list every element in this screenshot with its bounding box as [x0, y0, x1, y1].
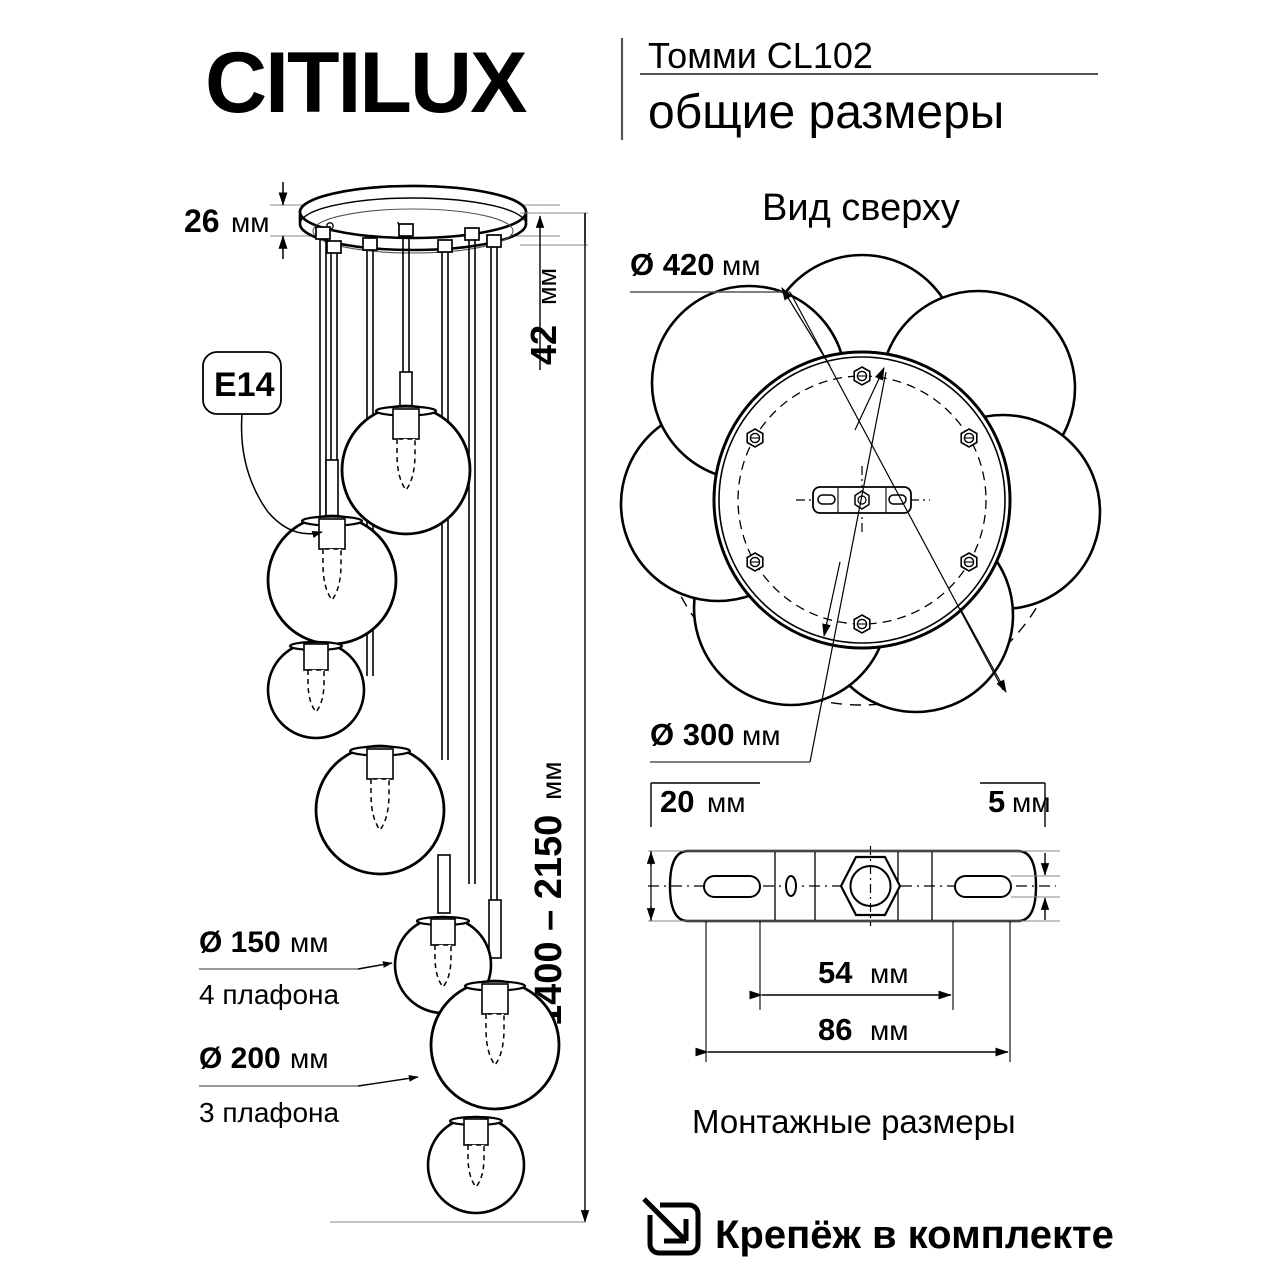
shade-150-count: 4 плафона	[199, 979, 339, 1010]
top-view-title: Вид сверху	[762, 187, 960, 229]
bracket-view-title: Монтажные размеры	[692, 1103, 1016, 1140]
dim-height-unit: мм	[536, 762, 567, 801]
top-view: Вид сверху	[619, 187, 1102, 763]
globe-shade-6	[429, 979, 561, 1111]
dim-20-unit: мм	[707, 787, 746, 818]
brand-logo: CITILUX	[205, 35, 527, 131]
dim-5-unit: мм	[1012, 787, 1051, 818]
callout-dia-420: Ø 420 мм	[630, 247, 1007, 694]
dim-86-value: 86	[818, 1012, 852, 1047]
socket-type-label: E14	[214, 366, 275, 404]
dim-42-value: 42	[523, 325, 564, 365]
bolt-circle	[737, 375, 987, 625]
canopy-disc-top	[712, 350, 1012, 650]
dim-86-unit: мм	[870, 1015, 909, 1046]
shade-200-dia: Ø 200	[199, 1042, 281, 1075]
dia-300-unit: мм	[742, 720, 781, 751]
globe-shade-1	[340, 404, 472, 536]
bracket-detail-view: 20 мм 5 мм 54 мм 86 мм	[646, 782, 1060, 1140]
callout-shade-200: Ø 200 мм 3 плафона	[199, 1042, 419, 1128]
front-view: 26 мм	[184, 182, 590, 1223]
bracket-body	[648, 846, 1056, 926]
globe-shades	[266, 404, 561, 1215]
dia-300-value: Ø 300	[650, 717, 734, 752]
dim-bracket-length: 86 мм	[695, 921, 1011, 1062]
callout-dia-300: Ø 300 мм	[650, 366, 887, 763]
socket-type-badge: E14	[202, 351, 323, 538]
globe-shade-4	[314, 744, 446, 876]
hardware-note-label: Крепёж в комплекте	[715, 1213, 1114, 1257]
dim-26-unit: мм	[231, 207, 270, 238]
globe-shade-7	[426, 1115, 526, 1215]
dim-26-value: 26	[184, 203, 220, 239]
globe-shade-2	[266, 514, 398, 646]
shade-150-unit: мм	[290, 927, 329, 958]
dim-hole-spacing: 54 мм	[749, 921, 954, 1010]
dim-bracket-width: 20 мм	[646, 782, 1060, 922]
dim-total-height: 1400 – 2150 мм	[330, 212, 590, 1223]
shade-200-count: 3 плафона	[199, 1097, 339, 1128]
dim-20-value: 20	[660, 784, 694, 819]
header-block: CITILUX Томми CL102 общие размеры	[205, 35, 1098, 140]
callout-shade-150: Ø 150 мм 4 плафона	[199, 926, 393, 1010]
shade-200-unit: мм	[290, 1043, 329, 1074]
dim-5-value: 5	[988, 784, 1005, 819]
model-name: Томми CL102	[648, 35, 873, 76]
dim-height-value: 1400 – 2150	[528, 815, 570, 1026]
dim-54-value: 54	[818, 955, 853, 990]
dim-bracket-thickness: 5 мм	[980, 782, 1060, 920]
shade-150-dia: Ø 150	[199, 926, 281, 959]
page-title: общие размеры	[648, 86, 1004, 139]
mounting-bracket-plan	[796, 466, 930, 536]
hardware-included-note: Крепёж в комплекте	[638, 1193, 1114, 1257]
dim-rod-length: 42 мм	[520, 212, 588, 370]
dim-42-unit: мм	[532, 268, 562, 305]
dia-420-value: Ø 420	[630, 247, 714, 282]
dia-420-unit: мм	[722, 250, 761, 281]
dim-54-unit: мм	[870, 958, 909, 989]
box-arrow-in-icon	[638, 1193, 701, 1256]
globe-shade-3	[266, 640, 366, 740]
